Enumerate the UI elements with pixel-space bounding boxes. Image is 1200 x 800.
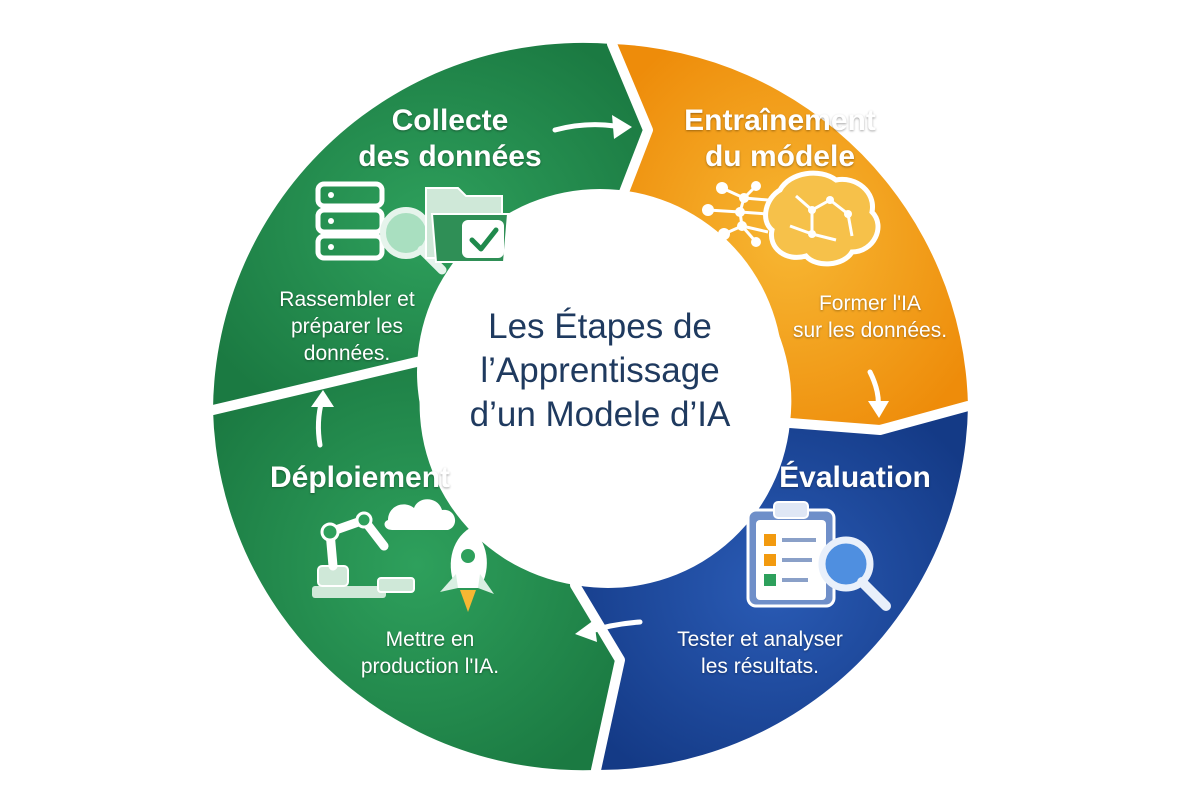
center-circle <box>417 189 783 555</box>
database-search-folder-icon <box>315 181 510 275</box>
stage-deploiement-title: Déploiement <box>269 461 451 494</box>
stage-entrainement-title: Entraînement du módele <box>684 104 876 173</box>
stage-collecte-description: Rassembler et préparer les données. <box>279 288 415 365</box>
diagram-title: Les Étapes de l’Apprentissage d’un Model… <box>469 307 731 434</box>
brain-network-icon <box>702 170 881 267</box>
stage-deploiement-description: Mettre en production l'IA. <box>360 628 500 678</box>
robot-arm-rocket-icon <box>312 499 494 612</box>
stage-entrainement-description: Former l'IA sur les données. <box>792 292 948 342</box>
clipboard-magnifier-icon <box>746 501 891 611</box>
arrow-top <box>552 122 618 133</box>
segment-deploiement <box>213 360 620 771</box>
stage-collecte-title: Collecte des données <box>358 104 542 173</box>
stage-evaluation-title: Évaluation <box>779 461 931 494</box>
stage-evaluation-description: Tester et analyser les résultats. <box>677 628 843 678</box>
